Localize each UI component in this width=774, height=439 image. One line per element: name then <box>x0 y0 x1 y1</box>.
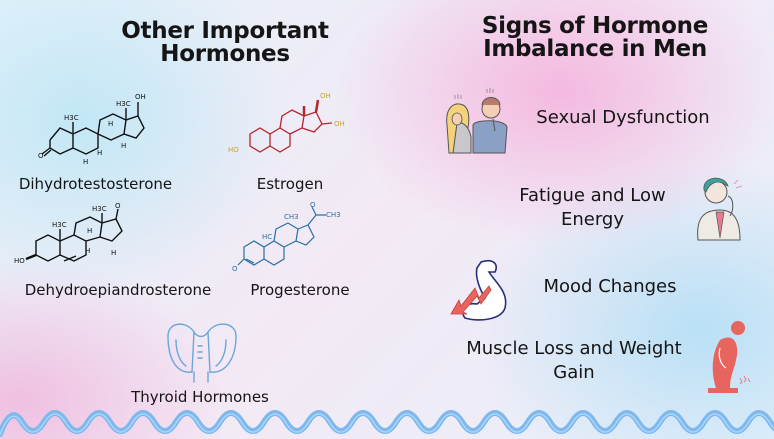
sign-muscle-loss-line1: Muscle Loss and Weight <box>466 338 682 359</box>
svg-text:O: O <box>115 202 121 210</box>
dhea-ho-label: HO <box>14 257 25 265</box>
estrogen-structure-icon: OH OH HO <box>228 92 345 154</box>
svg-text:O: O <box>38 152 44 160</box>
dhea-structure-icon: O H3C H3C HO H H H <box>14 202 123 265</box>
sign-sexual-dysfunction: Sexual Dysfunction <box>536 107 710 128</box>
svg-text:O: O <box>310 201 316 209</box>
overweight-scale-icon <box>708 321 751 393</box>
dht-oh-label: OH <box>135 93 146 101</box>
left-section-title: Other Important Hormones <box>95 20 355 66</box>
left-title-line2: Hormones <box>160 41 290 67</box>
progesterone-structure-icon: O CH3 CH3 HC O <box>232 201 341 273</box>
prog-methyl-label: CH3 <box>284 213 299 221</box>
hormone-label-thyroid: Thyroid Hormones <box>131 388 269 406</box>
right-title-line1: Signs of Hormone <box>481 13 709 39</box>
left-title-line1: Other Important <box>121 18 329 44</box>
sign-fatigue-line1: Fatigue and Low <box>519 185 666 206</box>
svg-text:H: H <box>121 142 126 150</box>
right-title-line2: Imbalance in Men <box>483 36 707 62</box>
sign-fatigue: Fatigue and Low Energy <box>500 184 685 232</box>
svg-text:H: H <box>87 227 92 235</box>
dht-methyl-label-2: H3C <box>64 114 79 122</box>
svg-text:H: H <box>85 247 90 255</box>
sign-mood-changes: Mood Changes <box>543 276 677 297</box>
svg-text:H: H <box>83 158 88 166</box>
hormone-label-dhea: Dehydroepiandrosterone <box>24 281 212 299</box>
dhea-methyl-label-2: H3C <box>52 221 67 229</box>
flexed-arm-down-arrow-icon <box>450 259 507 321</box>
distressed-couple-icon <box>446 88 508 154</box>
estrogen-oh-label-2: OH <box>334 120 345 128</box>
tired-man-icon <box>697 177 743 241</box>
sign-muscle-loss: Muscle Loss and Weight Gain <box>448 337 700 385</box>
sign-fatigue-line2: Energy <box>560 209 625 230</box>
svg-text:H: H <box>108 120 113 128</box>
dht-methyl-label: H3C <box>116 100 131 108</box>
sign-muscle-loss-line2: Gain <box>553 362 595 383</box>
thyroid-gland-icon <box>167 323 237 383</box>
svg-text:H: H <box>111 249 116 257</box>
svg-text:H: H <box>97 149 102 157</box>
svg-text:O: O <box>232 265 238 273</box>
right-section-title: Signs of Hormone Imbalance in Men <box>470 15 720 61</box>
estrogen-oh-label: OH <box>320 92 331 100</box>
dhea-methyl-label: H3C <box>92 205 107 213</box>
estrogen-ho-label: HO <box>228 146 239 154</box>
hormone-label-progesterone: Progesterone <box>250 281 350 299</box>
prog-hc-label: HC <box>262 233 272 241</box>
decorative-wave <box>0 410 774 437</box>
hormone-label-dht: Dihydrotestosterone <box>18 175 173 193</box>
prog-acetyl-methyl-label: CH3 <box>326 211 341 219</box>
hormone-label-estrogen: Estrogen <box>256 175 324 193</box>
